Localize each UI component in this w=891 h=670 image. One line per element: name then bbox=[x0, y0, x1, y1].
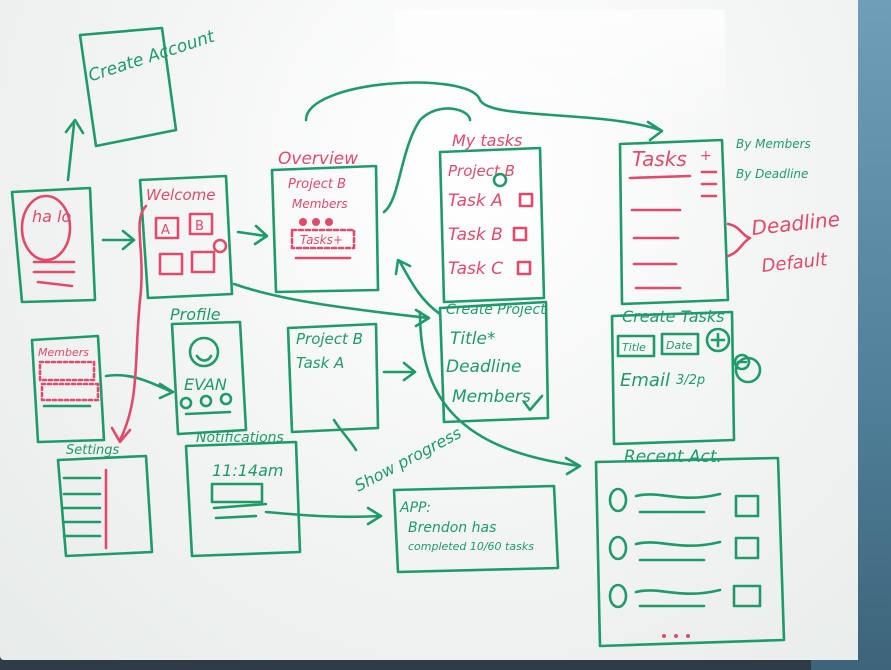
profile-name: EVAN bbox=[184, 375, 227, 394]
project-task-card: Project B Task A bbox=[286, 322, 380, 434]
arrow-notifications-to-app bbox=[264, 506, 383, 526]
create-tasks-card: Create Tasks Title Date Email 3/2p bbox=[610, 307, 762, 446]
arrow-create-project-to-mytasks bbox=[394, 258, 442, 316]
profile-title: Profile bbox=[170, 305, 221, 324]
deadline-field-label: Deadline bbox=[446, 357, 521, 377]
project-task-sub: Task A bbox=[296, 354, 344, 372]
deadline-label: Deadline bbox=[750, 207, 841, 240]
welcome-a-label: A bbox=[161, 223, 170, 238]
arrow-members-to-profile bbox=[104, 373, 175, 400]
app-line-1: APP: bbox=[399, 500, 431, 516]
members-card: Members bbox=[30, 334, 106, 444]
task-b-item: Task B bbox=[448, 225, 503, 245]
my-tasks-card: My tasks Project B Task A Task B Task C bbox=[438, 131, 546, 304]
overview-card: Overview Project B Members Tasks+ bbox=[270, 149, 380, 294]
tasks-title: Tasks bbox=[632, 147, 687, 171]
welcome-card: Welcome A B bbox=[138, 174, 234, 300]
project-task-title: Project B bbox=[296, 330, 363, 348]
arrow-task-to-create-project bbox=[382, 361, 417, 382]
tasks-plus-icon: + bbox=[700, 148, 712, 164]
title-field-label: Title* bbox=[450, 329, 495, 349]
by-members-label: By Members bbox=[736, 137, 811, 151]
notifications-title: Notifications bbox=[196, 430, 284, 446]
recent-act-card: Recent Act. bbox=[594, 447, 786, 648]
welcome-title: Welcome bbox=[146, 186, 216, 204]
arrow-to-recent-act bbox=[418, 310, 582, 476]
arrow-show-progress bbox=[332, 418, 358, 452]
my-tasks-title: My tasks bbox=[452, 131, 522, 150]
deadline-brace bbox=[726, 222, 752, 258]
title-chip-label: Title bbox=[622, 341, 646, 354]
halo-label: ha lo bbox=[32, 207, 71, 226]
app-line-2: Brendon has bbox=[408, 520, 496, 536]
email-label: Email bbox=[620, 370, 670, 391]
default-label: Default bbox=[761, 249, 830, 277]
members-field-label: Members bbox=[452, 387, 531, 407]
arrow-halo-to-welcome bbox=[101, 229, 136, 251]
task-a-item: Task A bbox=[448, 191, 503, 211]
create-project-title: Create Project bbox=[446, 302, 546, 318]
create-project-card: Create Project Title* Deadline Members bbox=[438, 300, 550, 424]
notification-time: 11:14am bbox=[212, 461, 284, 480]
date-chip-label: Date bbox=[666, 339, 693, 352]
settings-title: Settings bbox=[66, 443, 120, 458]
members-panel-title: Members bbox=[38, 346, 89, 359]
notifications-card: Notifications 11:14am bbox=[184, 430, 302, 558]
overview-title: Overview bbox=[278, 149, 358, 169]
arrow-overview-to-mytasks bbox=[382, 107, 472, 214]
task-c-item: Task C bbox=[448, 259, 503, 279]
email-date-label: 3/2p bbox=[676, 373, 705, 388]
profile-card: Profile EVAN bbox=[170, 305, 248, 436]
arrow-welcome-to-overview bbox=[236, 224, 269, 246]
overview-members-label: Members bbox=[292, 197, 348, 211]
create-account-label: Create Account bbox=[86, 26, 218, 86]
create-tasks-title: Create Tasks bbox=[622, 307, 724, 326]
show-progress-label: Show progress bbox=[351, 423, 464, 495]
by-deadline-label: By Deadline bbox=[736, 167, 808, 181]
create-account-card: Create Account bbox=[78, 26, 218, 148]
app-notification-card: APP: Brendon has completed 10/60 tasks bbox=[392, 484, 560, 574]
recent-act-title: Recent Act. bbox=[624, 447, 722, 467]
settings-card: Settings bbox=[56, 443, 154, 558]
overview-tasks-label: Tasks+ bbox=[300, 233, 343, 247]
app-line-3: completed 10/60 tasks bbox=[408, 540, 534, 553]
welcome-b-label: B bbox=[195, 219, 204, 234]
halo-card: ha lo bbox=[10, 186, 97, 304]
tasks-card: Tasks + bbox=[618, 138, 730, 306]
arrow-to-create-account bbox=[64, 118, 85, 182]
window-reflection bbox=[395, 10, 725, 130]
arrow-overview-to-tasks bbox=[304, 81, 664, 142]
arrow-welcome-to-settings bbox=[110, 204, 148, 444]
overview-project-label: Project B bbox=[288, 177, 346, 192]
